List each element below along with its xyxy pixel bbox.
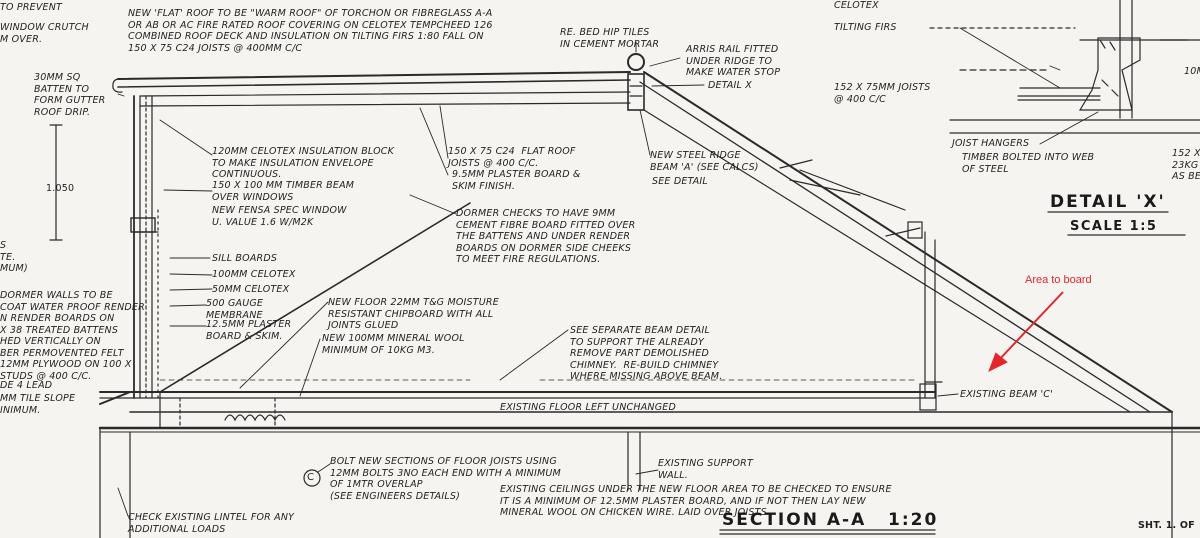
note-flat-roof-joists: 150 X 75 C24 FLAT ROOF JOISTS @ 400 C/C. (448, 146, 576, 169)
note-lead: DE 4 LEAD (0, 380, 53, 391)
note-batten: 30MM SQ BATTEN TO FORM GUTTER ROOF DRIP. (34, 72, 106, 118)
note-plaster-skim: 9.5MM PLASTER BOARD & SKIM FINISH. (452, 169, 581, 192)
note-timber-beam: 150 X 100 MM TIMBER BEAM OVER WINDOWS (212, 180, 355, 203)
note-steel-ridge: NEW STEEL RIDGE BEAM 'A' (SEE CALCS) (650, 150, 759, 173)
note-prevent: TO PREVENT (0, 2, 63, 13)
note-celotex-100: 100MM CELOTEX (212, 269, 296, 280)
note-edge-10: 10M (1184, 66, 1200, 77)
dormer-front-wall (130, 95, 159, 399)
flat-roof (112, 71, 631, 107)
note-celotex-block: 120MM CELOTEX INSULATION BLOCK TO MAKE I… (212, 146, 395, 180)
ridge (627, 53, 645, 111)
note-edge-152: 152 X 23KG AS BE (1172, 148, 1200, 182)
note-beam-detail: SEE SEPARATE BEAM DETAIL TO SUPPORT THE … (570, 325, 723, 382)
note-see-detail: SEE DETAIL (652, 176, 708, 187)
section-title: SECTION A-A (722, 510, 867, 530)
title-underlines (719, 211, 1186, 535)
section-scale: 1:20 (888, 510, 939, 530)
note-dormer-checks: DORMER CHECKS TO HAVE 9MM CEMENT FIBRE B… (456, 208, 636, 265)
note-celotex-top: CELOTEX (834, 0, 879, 11)
note-dormer-walls: DORMER WALLS TO BE COAT WATER PROOF REND… (0, 290, 145, 382)
note-existing-beam: EXISTING BEAM 'C' (960, 389, 1053, 400)
sheet-number: SHT. 1. OF (1138, 520, 1195, 531)
existing-walls (99, 391, 1173, 538)
note-membrane: 500 GAUGE MEMBRANE (206, 298, 264, 321)
note-celotex-50: 50MM CELOTEX (212, 284, 290, 295)
note-roof-spec: NEW 'FLAT' ROOF TO BE "WARM ROOF" OF TOR… (128, 8, 493, 54)
leader-lines (117, 41, 959, 517)
annotation-label: Area to board (1025, 274, 1092, 286)
detail-x-drawing (929, 0, 1200, 145)
note-fensa-window: NEW FENSA SPEC WINDOW U. VALUE 1.6 W/M2K (212, 205, 347, 228)
note-existing-floor: EXISTING FLOOR LEFT UNCHANGED (500, 402, 676, 413)
roof-slope (639, 71, 1173, 413)
note-timber-bolted: TIMBER BOLTED INTO WEB OF STEEL (962, 152, 1095, 175)
note-window-crutch: WINDOW CRUTCH M OVER. (0, 22, 89, 45)
note-joist-hangers: JOIST HANGERS (952, 138, 1030, 149)
note-tilting-firs: TILTING FIRS (834, 22, 897, 33)
note-sill-boards: SILL BOARDS (212, 253, 278, 264)
note-tile-slope: MM TILE SLOPE INIMUM. (0, 393, 76, 416)
note-floor-chipboard: NEW FLOOR 22MM T&G MOISTURE RESISTANT CH… (328, 297, 499, 331)
note-left-fragment: S TE. MUM) (0, 240, 28, 274)
note-mineral-wool: NEW 100MM MINERAL WOOL MINIMUM OF 10KG M… (322, 333, 465, 356)
floor (98, 391, 1200, 433)
note-bolt-joists: BOLT NEW SECTIONS OF FLOOR JOISTS USING … (330, 456, 561, 502)
note-detail-x-ref: DETAIL X (708, 80, 752, 91)
roof-supports (919, 231, 943, 411)
height-dimension (49, 124, 63, 241)
note-plaster-board: 12.5MM PLASTER BOARD & SKIM. (206, 319, 292, 342)
note-ceilings: EXISTING CEILINGS UNDER THE NEW FLOOR AR… (500, 484, 892, 518)
annotation-arrow (988, 291, 1064, 373)
callout-c-circle (303, 469, 321, 487)
note-arris-rail: ARRIS RAIL FITTED UNDER RIDGE TO MAKE WA… (686, 44, 781, 78)
note-joists-152: 152 X 75MM JOISTS @ 400 C/C (834, 82, 931, 105)
dormer-cheek (159, 202, 471, 393)
dimension-label: 1.050 (46, 183, 75, 194)
callout-c-label: C (307, 472, 315, 483)
detail-x-title: DETAIL 'X' (1050, 192, 1166, 212)
note-lintel: CHECK EXISTING LINTEL FOR ANY ADDITIONAL… (128, 512, 295, 535)
note-support-wall: EXISTING SUPPORT WALL. (658, 458, 753, 481)
note-ridge-tiles: RE. BED HIP TILES IN CEMENT MORTAR (560, 27, 660, 50)
detail-x-scale: SCALE 1:5 (1070, 219, 1158, 234)
